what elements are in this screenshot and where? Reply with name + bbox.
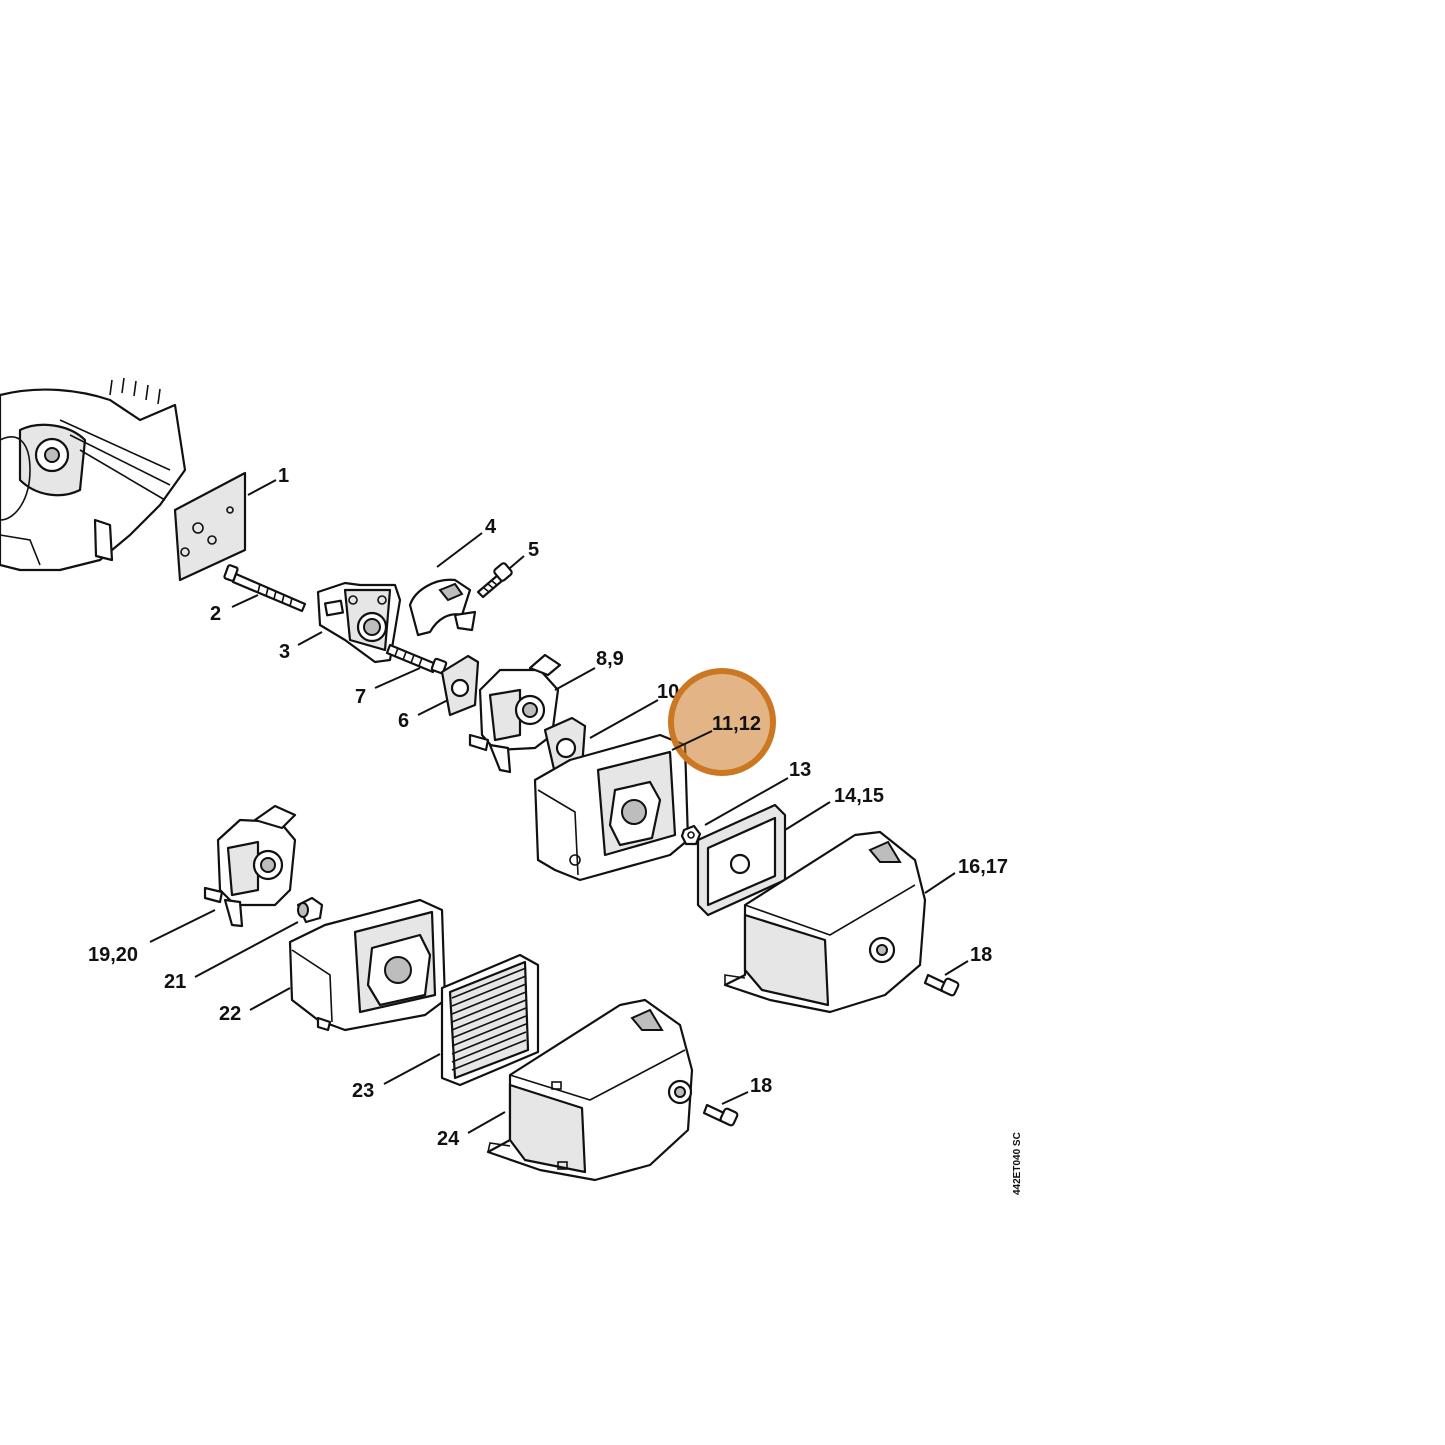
- callout-18-lower: 18: [750, 1075, 772, 1097]
- carburetor-alt[interactable]: [203, 804, 297, 928]
- callout-22: 22: [219, 1003, 241, 1025]
- intake-manifold[interactable]: [316, 581, 402, 664]
- screw[interactable]: [476, 562, 513, 599]
- callout-18-upper: 18: [970, 944, 992, 966]
- callout-13: 13: [789, 759, 811, 781]
- carburetor[interactable]: [468, 653, 562, 774]
- screw-small-lower[interactable]: [702, 1103, 739, 1127]
- callout-5: 5: [528, 539, 539, 561]
- filter-cover[interactable]: [723, 830, 927, 1014]
- screw-small-upper[interactable]: [923, 973, 960, 997]
- long-screw[interactable]: [223, 564, 307, 613]
- nut[interactable]: [680, 824, 702, 846]
- filter-cover-alt[interactable]: [486, 998, 694, 1182]
- engine-crankcase[interactable]: [0, 377, 187, 572]
- callout-7: 7: [355, 686, 366, 708]
- highlight-marker[interactable]: 11,12: [668, 668, 776, 776]
- pleated-filter[interactable]: [440, 953, 540, 1087]
- callout-4: 4: [485, 516, 497, 538]
- drawing-code: 442ET040 SC: [1012, 1132, 1023, 1195]
- clamp[interactable]: [408, 578, 477, 637]
- callout-21: 21: [164, 971, 186, 993]
- air-filter-base-alt[interactable]: [288, 898, 447, 1032]
- callout-19-20: 19,20: [88, 944, 138, 966]
- callout-14-15: 14,15: [834, 785, 884, 807]
- callout-3: 3: [279, 641, 290, 663]
- fitting[interactable]: [296, 896, 324, 924]
- highlight-circle: [668, 668, 776, 776]
- stud-screw[interactable]: [385, 643, 448, 675]
- air-filter-base[interactable]: [533, 733, 690, 882]
- callout-labels: 1 2 3 4 5 6 7 8,9 10 13 14,15 16,17 18 1…: [88, 465, 1008, 1150]
- callout-10: 10: [657, 681, 679, 703]
- callout-11-12: 11,12: [712, 713, 761, 735]
- callout-8-9: 8,9: [596, 648, 624, 670]
- callout-24: 24: [437, 1128, 460, 1150]
- leader-lines: [149, 479, 969, 1134]
- callout-1: 1: [278, 465, 289, 487]
- callout-16-17: 16,17: [958, 856, 1008, 878]
- callout-6: 6: [398, 710, 409, 732]
- gasket-small[interactable]: [440, 654, 480, 717]
- gasket[interactable]: [173, 471, 247, 582]
- callout-23: 23: [352, 1080, 374, 1102]
- air-filter-element[interactable]: [696, 803, 787, 917]
- callout-2: 2: [210, 603, 221, 625]
